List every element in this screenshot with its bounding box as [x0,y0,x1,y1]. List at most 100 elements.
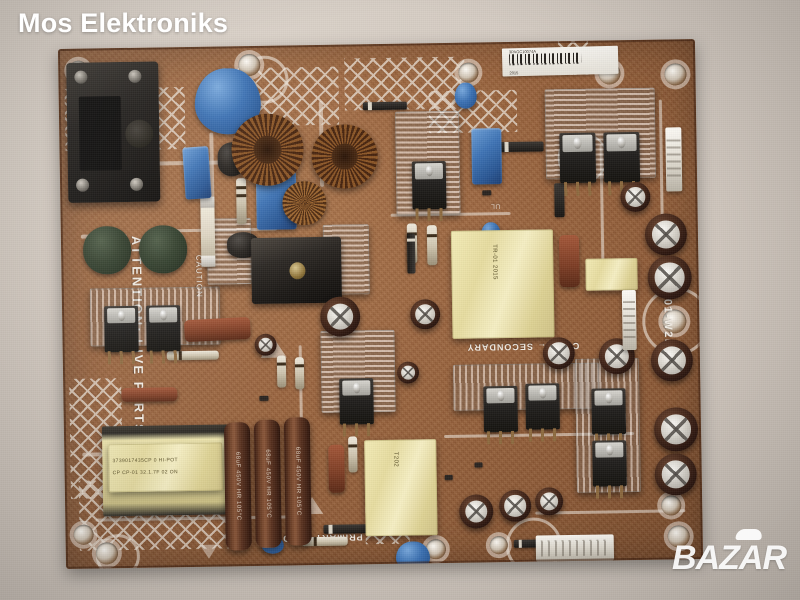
mounting-hole [458,62,479,83]
diode [406,233,416,274]
cement-resistor [183,316,251,343]
cap-vent [415,304,436,325]
cap-vent [326,303,354,331]
cap-vent [539,491,559,511]
electrolytic-capacitor [644,213,688,256]
x-capacitor [182,146,212,200]
resistor-band [294,364,304,368]
common-mode-choke [311,124,379,190]
bulk-capacitor-label: 68uF 450V HR 105°C [234,451,242,521]
transistor-legs [563,181,593,197]
transistor-legs [487,430,515,445]
resistor-band [276,362,286,366]
electrolytic-capacitor [396,361,420,384]
marketplace-watermark-text: BAZAR [672,539,787,577]
power-transistor [483,385,519,445]
cap-vent [661,414,691,445]
power-transistor [525,383,560,442]
brand-watermark: Mos Elektroniks [18,8,229,38]
cap-vent [258,337,274,353]
y-capacitor [138,225,188,274]
inductor [282,180,327,226]
cap-vent [400,365,416,380]
electrolytic-capacitor [620,181,651,213]
transistor-screw [117,309,126,321]
resistor [348,436,358,473]
cap-vent [504,495,526,517]
power-transistor [411,160,447,222]
diode [362,101,407,111]
transistor-legs [108,350,136,365]
bridge-screw [289,262,306,280]
diode [499,141,544,153]
inlet-screw-hole [74,70,88,84]
side-connector [621,289,637,351]
connector-pins [540,539,610,557]
fuse [200,196,216,267]
x-capacitor [471,128,503,185]
resistor [276,355,287,388]
blue-disc-capacitor [454,82,477,109]
electrolytic-capacitor [650,339,694,382]
cap-vent [657,346,687,375]
diode [323,524,368,534]
smd-component [259,395,269,401]
diode-cathode-band [518,539,523,548]
resistor-band [313,537,317,547]
inlet-socket-slot [78,96,122,171]
smd-component [474,462,483,468]
resistor [426,225,438,266]
aux-transformer-print: T202 [392,451,399,468]
transistor-legs [343,423,371,437]
resistor-band [178,351,182,361]
electrolytic-capacitor [654,453,698,496]
smd-component [482,190,492,196]
side-connector [665,127,683,192]
bulk-capacitor: 68uF 450V HR 105°C [283,417,312,546]
transistor-screw [496,389,505,401]
transistor-screw [159,309,168,321]
mounting-hole [489,536,508,555]
cement-resistor [121,387,178,403]
aux-transformer: T202 [364,439,438,537]
transistor-legs [415,208,444,222]
connector-pins [622,300,636,340]
barcode-label: 3PAGC10074A 2015 [501,45,619,77]
electrolytic-capacitor [409,299,441,330]
cap-vent [625,186,646,208]
transistor-screw [538,387,547,399]
resistor [294,357,305,390]
power-transistor [104,305,139,365]
diode-cathode-band [504,141,509,153]
output-connector [535,534,615,562]
resistor-band [426,234,437,238]
cement-resistor [328,444,345,493]
power-transistor [339,378,374,437]
cap-vent [651,220,681,249]
inlet-screw-hole [129,177,144,191]
choke-core-hole [252,135,283,165]
resistor-band [236,186,247,190]
cap-vent [464,500,488,523]
electrolytic-capacitor [459,494,494,529]
cap-vent [654,262,685,293]
resistor [236,178,247,225]
diode-cathode-band [328,524,333,534]
transformer-print: TR-01 2015 [491,244,498,280]
inlet-screw-hole [75,178,90,192]
transistor-legs [529,428,557,442]
bulk-capacitor: 68uF 450V HR 105°C [253,419,282,548]
transistor-screw [605,444,614,456]
mounting-hole [664,63,687,86]
inlet-socket-round [125,119,154,148]
pcb-board: TR-01 2015 T202 3739017435CP 0 HI-POT CP… [57,39,704,569]
power-transistor [145,305,181,364]
electrolytic-capacitor [653,407,699,452]
mounting-hole [661,495,682,516]
bulk-capacitor-label: 68uF 450V HR 105°C [264,449,272,519]
connector-pins [666,138,682,180]
transistor-legs [150,350,178,364]
ac-inlet-connector [66,61,161,203]
inlet-screw-hole [128,69,142,83]
